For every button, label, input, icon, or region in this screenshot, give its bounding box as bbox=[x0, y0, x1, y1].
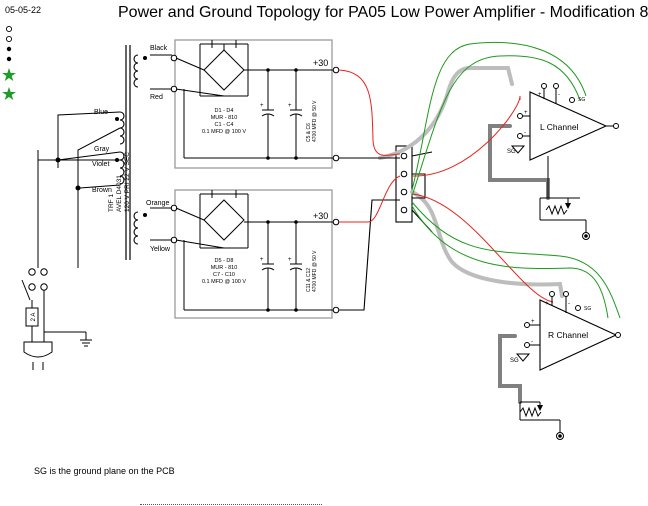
tap-label-black: Black bbox=[150, 45, 168, 52]
svg-text:D5 - D8: D5 - D8 bbox=[215, 258, 234, 264]
cap-label-lower: C11 & C12 4700 MFD @ 50 V bbox=[306, 250, 318, 292]
page-title: Power and Ground Topology for PA05 Low P… bbox=[118, 4, 648, 21]
rail-label-upper: +30 bbox=[313, 58, 328, 68]
footnote: SG is the ground plane on the PCB bbox=[34, 466, 175, 476]
mains-input bbox=[21, 268, 92, 370]
left-pin-minus: - bbox=[558, 92, 560, 98]
wire-label-violet: Violet bbox=[92, 161, 109, 168]
svg-text:+: + bbox=[288, 257, 292, 263]
date-label: 05-05-22 bbox=[5, 5, 42, 15]
svg-text:TRF 1: TRF 1 bbox=[108, 194, 115, 212]
left-input-minus: - bbox=[524, 130, 526, 136]
right-channel-label: R Channel bbox=[548, 330, 588, 340]
rail-label-lower: +30 bbox=[313, 211, 328, 221]
svg-text:D1 - D4: D1 - D4 bbox=[215, 108, 234, 114]
tap-label-yellow: Yellow bbox=[150, 246, 171, 253]
wire-label-brown: Brown bbox=[92, 187, 112, 194]
secondary-winding-lower bbox=[133, 211, 139, 245]
tap-label-orange: Orange bbox=[146, 200, 169, 207]
cap-label-upper: C5 & C6 4700 MFD @ 50 V bbox=[306, 100, 318, 142]
wire-label-gray: Gray bbox=[94, 146, 110, 153]
secondary-winding-upper bbox=[133, 54, 139, 88]
primary-winding-upper bbox=[119, 111, 125, 145]
svg-text:+: + bbox=[260, 257, 264, 263]
tap-label-red: Red bbox=[150, 94, 163, 101]
svg-text:C11 & C12: C11 & C12 bbox=[306, 268, 312, 292]
fuse-label: 2 A bbox=[31, 313, 37, 322]
terminal-block bbox=[395, 145, 413, 223]
svg-text:MUR - 810: MUR - 810 bbox=[211, 265, 238, 271]
svg-text:C7 - C10: C7 - C10 bbox=[213, 272, 235, 278]
right-pin-minus: - bbox=[568, 301, 570, 307]
filled-dot-marker bbox=[6, 46, 12, 52]
left-pin-plus: + bbox=[538, 92, 542, 98]
svg-text:4700 MFD @ 50 V: 4700 MFD @ 50 V bbox=[312, 100, 318, 142]
open-circle-marker bbox=[5, 35, 13, 43]
right-sg-label: SG bbox=[510, 358, 519, 364]
svg-text:120 V PRI 22 V SEC: 120 V PRI 22 V SEC bbox=[124, 152, 131, 212]
fuse bbox=[25, 307, 39, 327]
ground-return-wires bbox=[411, 41, 621, 319]
right-input-plus: + bbox=[531, 319, 535, 325]
svg-text:C1 - C4: C1 - C4 bbox=[215, 122, 234, 128]
right-pin-plus: + bbox=[545, 301, 549, 307]
svg-text:0.1 MFD @ 100 V: 0.1 MFD @ 100 V bbox=[202, 279, 246, 285]
svg-text:+: + bbox=[288, 103, 292, 109]
power-supply-lower: + + bbox=[150, 189, 340, 319]
left-sg-pin-label: SG bbox=[578, 97, 585, 103]
schematic-diagram: Blue Gray Violet Brown TRF 1 AVEL D4031 … bbox=[21, 39, 621, 440]
transformer-label: TRF 1 AVEL D4031 120 V PRI 22 V SEC bbox=[108, 152, 131, 212]
wire-label-blue: Blue bbox=[94, 109, 108, 116]
left-channel-label: L Channel bbox=[540, 122, 579, 132]
left-sg-label: SG bbox=[507, 149, 516, 155]
open-circle-marker bbox=[5, 25, 13, 33]
power-supply-upper: + + bbox=[150, 39, 340, 169]
dotted-divider bbox=[140, 504, 322, 505]
svg-text:+: + bbox=[260, 103, 264, 109]
star-icon bbox=[2, 68, 16, 81]
right-sg-pin-label: SG bbox=[584, 306, 591, 312]
positive-rail-wires bbox=[338, 69, 554, 303]
svg-text:AVEL D4031: AVEL D4031 bbox=[116, 175, 123, 212]
right-channel-amp bbox=[515, 291, 621, 440]
right-input-minus: - bbox=[531, 339, 533, 345]
svg-text:4700 MFD @ 50 V: 4700 MFD @ 50 V bbox=[312, 250, 318, 292]
filled-dot-marker bbox=[6, 56, 12, 62]
left-channel-amp bbox=[510, 83, 619, 240]
svg-text:0.1 MFD @ 100 V: 0.1 MFD @ 100 V bbox=[202, 129, 246, 135]
margin-markers bbox=[2, 25, 16, 100]
left-input-plus: + bbox=[524, 110, 528, 116]
primary-wiring bbox=[37, 111, 121, 268]
parts-list-upper: D1 - D4 MUR - 810 C1 - C4 0.1 MFD @ 100 … bbox=[202, 108, 246, 135]
schematic-stage: 05-05-22 Power and Ground Topology for P… bbox=[2, 4, 648, 505]
svg-text:MUR - 810: MUR - 810 bbox=[211, 115, 238, 121]
parts-list-lower: D5 - D8 MUR - 810 C7 - C10 0.1 MFD @ 100… bbox=[202, 258, 246, 285]
star-icon bbox=[2, 87, 16, 100]
svg-text:C5 & C6: C5 & C6 bbox=[306, 123, 312, 142]
